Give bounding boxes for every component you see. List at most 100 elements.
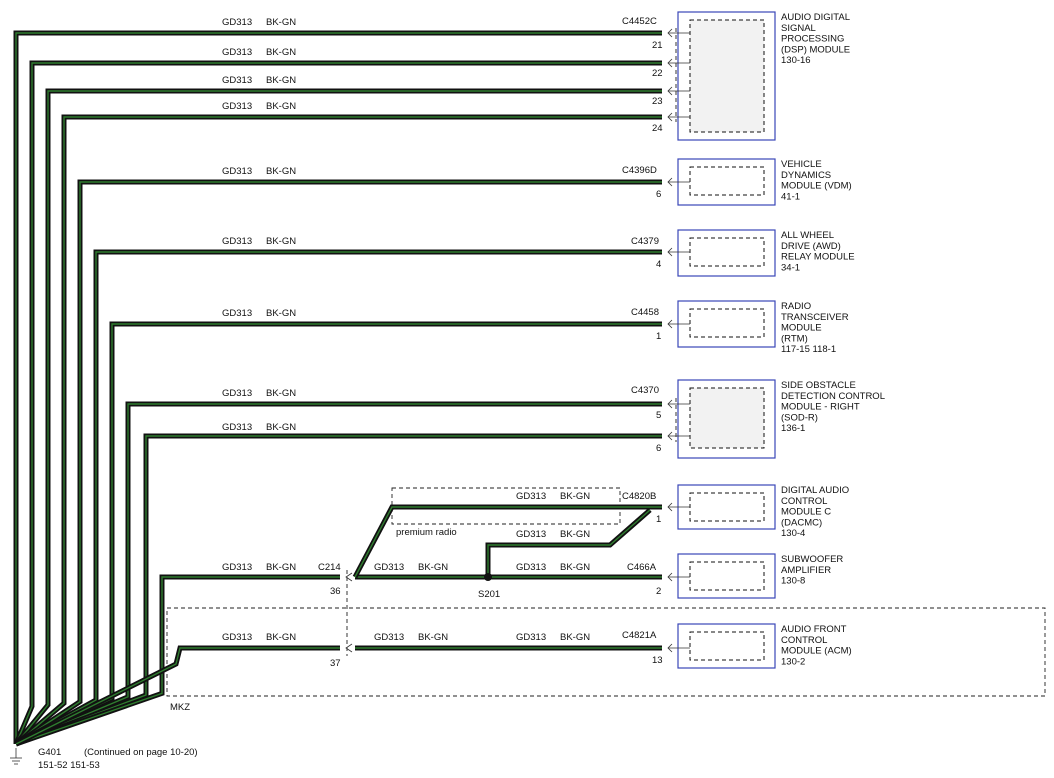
wire-circuit-label-10: GD313 [516, 529, 546, 540]
wire-color-label-0: BK-GN [266, 17, 296, 28]
wire-color-label-6: BK-GN [266, 308, 296, 319]
wire-color-label-1: BK-GN [266, 47, 296, 58]
wire-circuit-label-6: GD313 [222, 308, 252, 319]
wire-color-label-8: BK-GN [266, 422, 296, 433]
acm-module-label-line-3: 130-2 [781, 656, 805, 667]
dsp-module-label-line-0: AUDIO DIGITAL [781, 12, 850, 23]
optional-regions: MKZ premium radio [166, 487, 1046, 713]
ground-page-refs: 151-52 151-53 [38, 760, 100, 771]
c214-pin-arrow-1 [345, 643, 353, 653]
vdm-module-inner [689, 166, 765, 196]
sub-module-label-line-2: 130-8 [781, 576, 805, 587]
wire-s201-to-dacmc-stripe [487, 509, 651, 577]
dsp-module-inner [689, 19, 765, 133]
wire-circuit-label-13: GD313 [516, 562, 546, 573]
dacmc-module-inner [689, 492, 765, 522]
pin-terminals [345, 28, 690, 656]
acm-module-label-line-1: CONTROL [781, 635, 827, 646]
awd-module-label-line-1: DRIVE (AWD) [781, 241, 841, 252]
dsp-pin-24-number: 24 [652, 123, 663, 134]
vdm-module-label-line-0: VEHICLE [781, 159, 822, 170]
vdm-module-label-line-1: DYNAMICS [781, 170, 831, 181]
vdm-module-label-line-2: MODULE (VDM) [781, 181, 852, 192]
wire-circuit-label-14: GD313 [222, 632, 252, 643]
sub-pin-number: 2 [656, 586, 661, 597]
rtm-module-label-line-3: (RTM) [781, 333, 808, 344]
awd-module-label-line-0: ALL WHEEL [781, 230, 834, 241]
dsp-connector-label: C4452C [622, 16, 657, 27]
wire-circuit-label-15: GD313 [374, 632, 404, 643]
wire-color-label-16: BK-GN [560, 632, 590, 643]
wire-color-label-4: BK-GN [266, 166, 296, 177]
sodr-module-label-line-4: 136-1 [781, 423, 805, 434]
wire-circuit-label-4: GD313 [222, 166, 252, 177]
acm-connector-label: C4821A [622, 630, 657, 641]
wire-color-label-10: BK-GN [560, 529, 590, 540]
sodr-module-label-line-1: DETECTION CONTROL [781, 391, 885, 402]
wire-color-label-15: BK-GN [418, 632, 448, 643]
dsp-module-label-line-3: (DSP) MODULE [781, 44, 850, 55]
wire-circuit-label-11: GD313 [222, 562, 252, 573]
ground-name: G401 [38, 747, 61, 758]
sodr-module-label-line-2: MODULE - RIGHT [781, 402, 860, 413]
wire-color-label-11: BK-GN [266, 562, 296, 573]
wire-circuit-label-12: GD313 [374, 562, 404, 573]
acm-module-label-line-2: MODULE (ACM) [781, 646, 852, 657]
wire-c214-to-dacmc-stripe [354, 506, 662, 578]
wire-color-label-7: BK-GN [266, 388, 296, 399]
wire-dsp-pin24-stripe [15, 116, 662, 745]
dacmc-module-label-line-3: (DACMC) [781, 517, 822, 528]
dacmc-module-label-line-1: CONTROL [781, 496, 827, 507]
sodr-pin-5-number: 5 [656, 410, 661, 421]
rtm-pin-number: 1 [656, 331, 661, 342]
premium-radio-label: premium radio [396, 527, 457, 538]
wire-color-label-13: BK-GN [560, 562, 590, 573]
rtm-module-inner [689, 308, 765, 338]
acm-pin-number: 13 [652, 655, 663, 666]
wire-dsp-pin23-stripe [15, 90, 662, 745]
c214-pin-36-number: 36 [330, 586, 341, 597]
dsp-module-label-line-4: 130-16 [781, 55, 811, 66]
ground-continued-note: (Continued on page 10-20) [84, 747, 198, 758]
rtm-module-label-line-2: MODULE [781, 323, 822, 334]
dsp-pin-23-number: 23 [652, 96, 663, 107]
wire-vdm-pin6-stripe [15, 181, 662, 745]
sodr-module-label-line-3: (SOD-R) [781, 412, 818, 423]
wire-color-label-3: BK-GN [266, 101, 296, 112]
rtm-module-label-line-0: RADIO [781, 301, 811, 312]
dsp-pin-21-number: 21 [652, 40, 663, 51]
c214-pin-37-number: 37 [330, 658, 341, 669]
wire-circuit-label-7: GD313 [222, 388, 252, 399]
wire-c214-pin36-stripe [15, 576, 340, 745]
awd-module-label-line-3: 34-1 [781, 262, 800, 273]
vdm-module-label-line-3: 41-1 [781, 191, 800, 202]
wire-color-label-14: BK-GN [266, 632, 296, 643]
wire-c214-pin37-stripe [15, 647, 340, 745]
sub-module-label-line-0: SUBWOOFER [781, 554, 843, 565]
wire-circuit-label-0: GD313 [222, 17, 252, 28]
sub-module-inner [689, 561, 765, 591]
acm-module-inner [689, 631, 765, 661]
wire-dsp-pin22-stripe [15, 62, 662, 745]
dacmc-module-label-line-0: DIGITAL AUDIO [781, 485, 849, 496]
wire-circuit-label-8: GD313 [222, 422, 252, 433]
wire-dsp-pin21-stripe [15, 32, 662, 744]
dsp-pin-22-number: 22 [652, 68, 663, 79]
wire-circuit-label-1: GD313 [222, 47, 252, 58]
sodr-module-inner [689, 387, 765, 449]
awd-pin-number: 4 [656, 259, 661, 270]
awd-connector-label: C4379 [631, 236, 659, 247]
dacmc-pin-number: 1 [656, 514, 661, 525]
mkz-option-box [166, 607, 1046, 697]
ground-g401: G401 (Continued on page 10-20) 151-52 15… [10, 747, 198, 771]
splice-s201-dot[interactable] [484, 573, 492, 581]
wire-color-label-5: BK-GN [266, 236, 296, 247]
awd-module-label-line-2: RELAY MODULE [781, 252, 855, 263]
rtm-module-label-line-4: 117-15 118-1 [781, 344, 836, 355]
splice-label: S201 [478, 589, 500, 600]
dsp-module-label-line-2: PROCESSING [781, 34, 844, 45]
wire-color-label-2: BK-GN [266, 75, 296, 86]
